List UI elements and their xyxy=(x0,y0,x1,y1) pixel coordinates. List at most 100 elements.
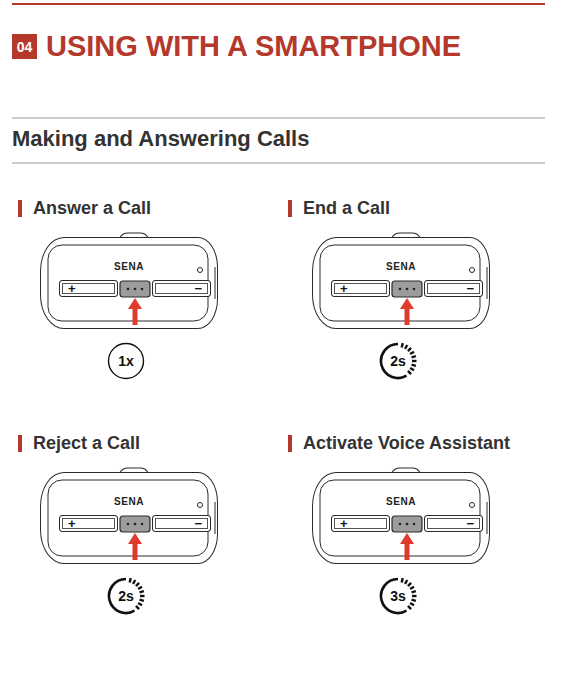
section-rule xyxy=(12,163,545,164)
brand-wrap: SENA xyxy=(41,496,217,507)
volume-up-button: + xyxy=(331,280,390,297)
brand-wrap: SENA xyxy=(313,261,489,272)
ring-tick xyxy=(408,371,411,374)
button-dot xyxy=(405,522,408,525)
volume-down-button: − xyxy=(424,280,483,297)
button-dot xyxy=(140,287,143,290)
headset-unit: SENA + − xyxy=(312,472,490,564)
button-dot xyxy=(133,522,136,525)
ring-solid xyxy=(109,579,135,613)
section-heading: Making and Answering Calls xyxy=(12,126,309,152)
side-edge xyxy=(214,502,215,534)
button-dot xyxy=(398,287,401,290)
button-symbol: − xyxy=(194,282,202,295)
heading-bar xyxy=(288,200,292,217)
ring-tick xyxy=(408,348,411,351)
headset-unit: SENA + − xyxy=(312,237,490,329)
chapter-badge: 04 xyxy=(12,34,37,59)
brand-text: SENA xyxy=(386,496,416,507)
top-rule xyxy=(12,3,545,5)
button-dot xyxy=(126,287,129,290)
ring-tick xyxy=(130,578,131,582)
heading-bar xyxy=(288,435,292,452)
ring-tick xyxy=(405,580,407,584)
button-dot xyxy=(398,522,401,525)
button-symbol: − xyxy=(466,282,474,295)
chapter-number: 04 xyxy=(17,39,33,55)
ring-solid xyxy=(381,344,407,378)
press-count-badge: 1x xyxy=(107,342,145,380)
step-heading: Answer a Call xyxy=(33,198,151,219)
ring-tick xyxy=(405,345,407,349)
button-dot xyxy=(412,287,415,290)
hold-time-badge: 3s xyxy=(379,577,417,615)
ring-tick xyxy=(412,365,416,366)
ring-tick xyxy=(140,600,144,601)
ring-tick xyxy=(412,356,416,357)
side-edge xyxy=(214,267,215,299)
ring-tick xyxy=(410,587,414,589)
ring-tick xyxy=(402,578,403,582)
ring-tick xyxy=(133,580,135,584)
ring-tick xyxy=(138,587,142,589)
button-dot xyxy=(412,522,415,525)
headset-unit: SENA + − xyxy=(40,472,218,564)
volume-up-button: + xyxy=(59,515,118,532)
side-edge xyxy=(486,267,487,299)
headset-unit: SENA + − xyxy=(40,237,218,329)
heading-bar xyxy=(18,435,22,452)
hold-duration: 2s xyxy=(390,353,406,369)
button-dot xyxy=(405,287,408,290)
center-button xyxy=(120,516,150,532)
center-button xyxy=(392,516,422,532)
center-button xyxy=(392,281,422,297)
center-button xyxy=(120,281,150,297)
ring-tick xyxy=(408,606,411,609)
ring-tick xyxy=(140,595,145,597)
button-dot xyxy=(133,287,136,290)
ring xyxy=(109,344,144,379)
ring-tick xyxy=(412,595,417,597)
ring-tick xyxy=(408,583,411,586)
ring-tick xyxy=(136,606,139,609)
heading-bar xyxy=(18,200,22,217)
status-led xyxy=(197,502,202,507)
button-symbol: + xyxy=(340,517,348,530)
brand-wrap: SENA xyxy=(41,261,217,272)
ring-tick xyxy=(402,343,403,347)
button-dot xyxy=(140,522,143,525)
ring-tick xyxy=(410,368,414,370)
ring-tick xyxy=(410,352,414,354)
hold-duration: 2s xyxy=(118,588,134,604)
brand-text: SENA xyxy=(386,261,416,272)
volume-down-button: − xyxy=(152,515,211,532)
volume-up-button: + xyxy=(59,280,118,297)
button-dot xyxy=(126,522,129,525)
side-edge xyxy=(486,502,487,534)
step-heading: End a Call xyxy=(303,198,390,219)
brand-text: SENA xyxy=(114,261,144,272)
button-symbol: + xyxy=(68,282,76,295)
button-symbol: − xyxy=(466,517,474,530)
ring-tick xyxy=(410,603,414,605)
volume-down-button: − xyxy=(152,280,211,297)
button-symbol: + xyxy=(340,282,348,295)
page-title: USING WITH A SMARTPHONE xyxy=(46,30,461,63)
hold-time-badge: 2s xyxy=(107,577,145,615)
brand-text: SENA xyxy=(114,496,144,507)
step-heading: Activate Voice Assistant xyxy=(303,433,510,454)
ring-tick xyxy=(140,591,144,592)
status-led xyxy=(469,267,474,272)
volume-up-button: + xyxy=(331,515,390,532)
hold-duration: 3s xyxy=(390,588,406,604)
ring-tick xyxy=(412,600,416,601)
brand-wrap: SENA xyxy=(313,496,489,507)
volume-down-button: − xyxy=(424,515,483,532)
ring-tick xyxy=(136,583,139,586)
ring-tick xyxy=(138,603,142,605)
hold-time-badge: 2s xyxy=(379,342,417,380)
press-count: 1x xyxy=(118,353,134,369)
step-heading: Reject a Call xyxy=(33,433,140,454)
ring-tick xyxy=(412,591,416,592)
